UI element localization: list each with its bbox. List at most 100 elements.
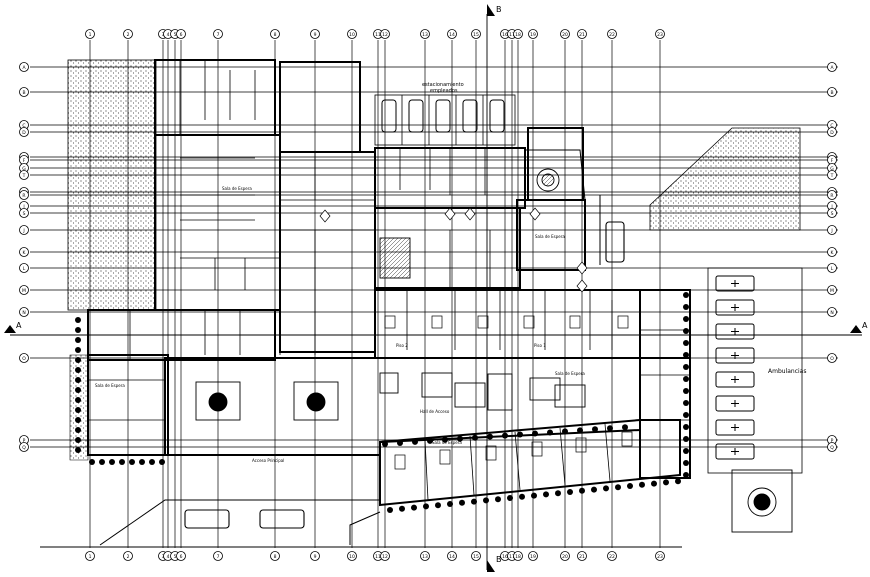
landscape-area-right bbox=[649, 127, 801, 231]
shrub bbox=[683, 388, 689, 394]
grid-row-label: S bbox=[831, 211, 834, 217]
sala-espera-label-right: Sala de Espera bbox=[535, 234, 565, 239]
grid-column-label: 13 bbox=[422, 554, 428, 560]
grid-column-bubble bbox=[655, 551, 665, 561]
grid-column-label: 16 bbox=[502, 32, 508, 38]
section-mark-a-right bbox=[850, 325, 862, 333]
grid-column-bubble bbox=[577, 551, 587, 561]
shrub bbox=[487, 433, 493, 440]
grid-column-bubble bbox=[560, 551, 570, 561]
grid-row-label: B bbox=[830, 90, 833, 96]
grid-row-bubble bbox=[827, 225, 837, 235]
grid-column-bubble bbox=[85, 29, 95, 39]
grid-row-bubble bbox=[827, 208, 837, 218]
shrub bbox=[423, 503, 429, 510]
shrub bbox=[507, 495, 513, 501]
shrub bbox=[99, 459, 105, 465]
grid-row-label: J bbox=[22, 228, 24, 234]
sala-espera-label-2: Sala de Espera bbox=[432, 440, 462, 445]
shrub bbox=[412, 438, 418, 445]
grid-row-label: G bbox=[22, 166, 26, 172]
exam-room-furniture bbox=[384, 315, 633, 470]
shrub bbox=[683, 304, 689, 310]
grid-row-label: F bbox=[23, 158, 26, 164]
grid-column-label: 3 bbox=[162, 554, 165, 560]
grid-column-bubble bbox=[607, 29, 617, 39]
sala-espera-label-main: Sala de Espera bbox=[555, 371, 585, 376]
grid-column-label: 11 bbox=[375, 554, 381, 560]
section-label-a-right: A bbox=[862, 321, 868, 330]
shrub bbox=[683, 400, 689, 406]
grid-column-bubble bbox=[577, 29, 587, 39]
grid-column-bubble bbox=[213, 551, 223, 561]
shrub bbox=[603, 485, 609, 492]
grid-column-bubble bbox=[123, 29, 133, 39]
grid-row-bubble bbox=[19, 87, 29, 97]
grid-column-label: 13 bbox=[422, 32, 428, 38]
grid-row-label: R bbox=[22, 193, 25, 199]
shrub bbox=[607, 425, 613, 432]
shrub bbox=[427, 437, 433, 444]
shrub bbox=[562, 428, 568, 435]
shrub bbox=[75, 407, 81, 413]
grid-column-bubble bbox=[655, 29, 665, 39]
grid-column-label: 6 bbox=[180, 554, 183, 560]
shrub bbox=[387, 507, 393, 513]
grid-column-bubble bbox=[447, 29, 457, 39]
shrub bbox=[75, 437, 81, 443]
grid-row-bubble bbox=[19, 127, 29, 137]
shrub bbox=[683, 436, 689, 442]
grid-column-label: 18 bbox=[515, 32, 521, 38]
shrub bbox=[663, 479, 669, 486]
ambulance bbox=[715, 371, 755, 388]
grid-row-label: Q bbox=[830, 445, 834, 451]
grid-column-bubble bbox=[528, 551, 538, 561]
grid-row-label: F bbox=[831, 158, 834, 164]
shrub bbox=[129, 459, 135, 465]
level-markers bbox=[319, 207, 588, 293]
grid-column-label: 11 bbox=[375, 32, 381, 38]
building-walls bbox=[87, 59, 691, 507]
grid-row-bubble bbox=[827, 442, 837, 452]
grid-column-label: 9 bbox=[314, 554, 317, 560]
grid-column-bubble bbox=[310, 551, 320, 561]
grid-column-label: 23 bbox=[657, 32, 663, 38]
shrub bbox=[75, 427, 81, 433]
grid-row-label: O bbox=[830, 356, 834, 362]
grid-column-label: 7 bbox=[217, 32, 220, 38]
shrub bbox=[471, 498, 477, 505]
shrub bbox=[483, 497, 489, 504]
shrub bbox=[447, 501, 453, 507]
grid-row-bubble bbox=[827, 353, 837, 363]
grid-column-label: 12 bbox=[382, 32, 388, 38]
grid-column-label: 17 bbox=[509, 554, 515, 560]
shrub bbox=[75, 417, 81, 423]
grid-column-bubble bbox=[176, 551, 186, 561]
shrub bbox=[149, 459, 155, 465]
ambulance-parking bbox=[707, 267, 803, 474]
ambulance bbox=[715, 299, 755, 316]
shrub bbox=[531, 492, 537, 499]
grid-column-label: 14 bbox=[449, 32, 455, 38]
grid-row-label: L bbox=[831, 266, 834, 272]
grid-row-label: I bbox=[831, 204, 832, 210]
shrub bbox=[683, 352, 689, 358]
grid-row-bubble bbox=[19, 62, 29, 72]
ambulance-vehicles bbox=[715, 275, 755, 460]
grid-row-label: P bbox=[831, 438, 834, 444]
grid-column-label: 18 bbox=[515, 554, 521, 560]
grid-row-bubble bbox=[19, 247, 29, 257]
shrub bbox=[683, 292, 689, 298]
acceso-principal-label: Acceso Principal bbox=[252, 458, 284, 463]
section-label-a-left: A bbox=[16, 321, 22, 330]
roundabout bbox=[731, 469, 793, 533]
ambulance bbox=[715, 395, 755, 412]
grid-column-label: 3 bbox=[162, 32, 165, 38]
section-label-b-top: B bbox=[496, 5, 502, 14]
grid-column-bubble bbox=[213, 29, 223, 39]
section-mark-b-top bbox=[487, 4, 495, 16]
shrub bbox=[577, 427, 583, 434]
shrub bbox=[139, 459, 145, 465]
grid-column-label: 1 bbox=[89, 32, 92, 38]
